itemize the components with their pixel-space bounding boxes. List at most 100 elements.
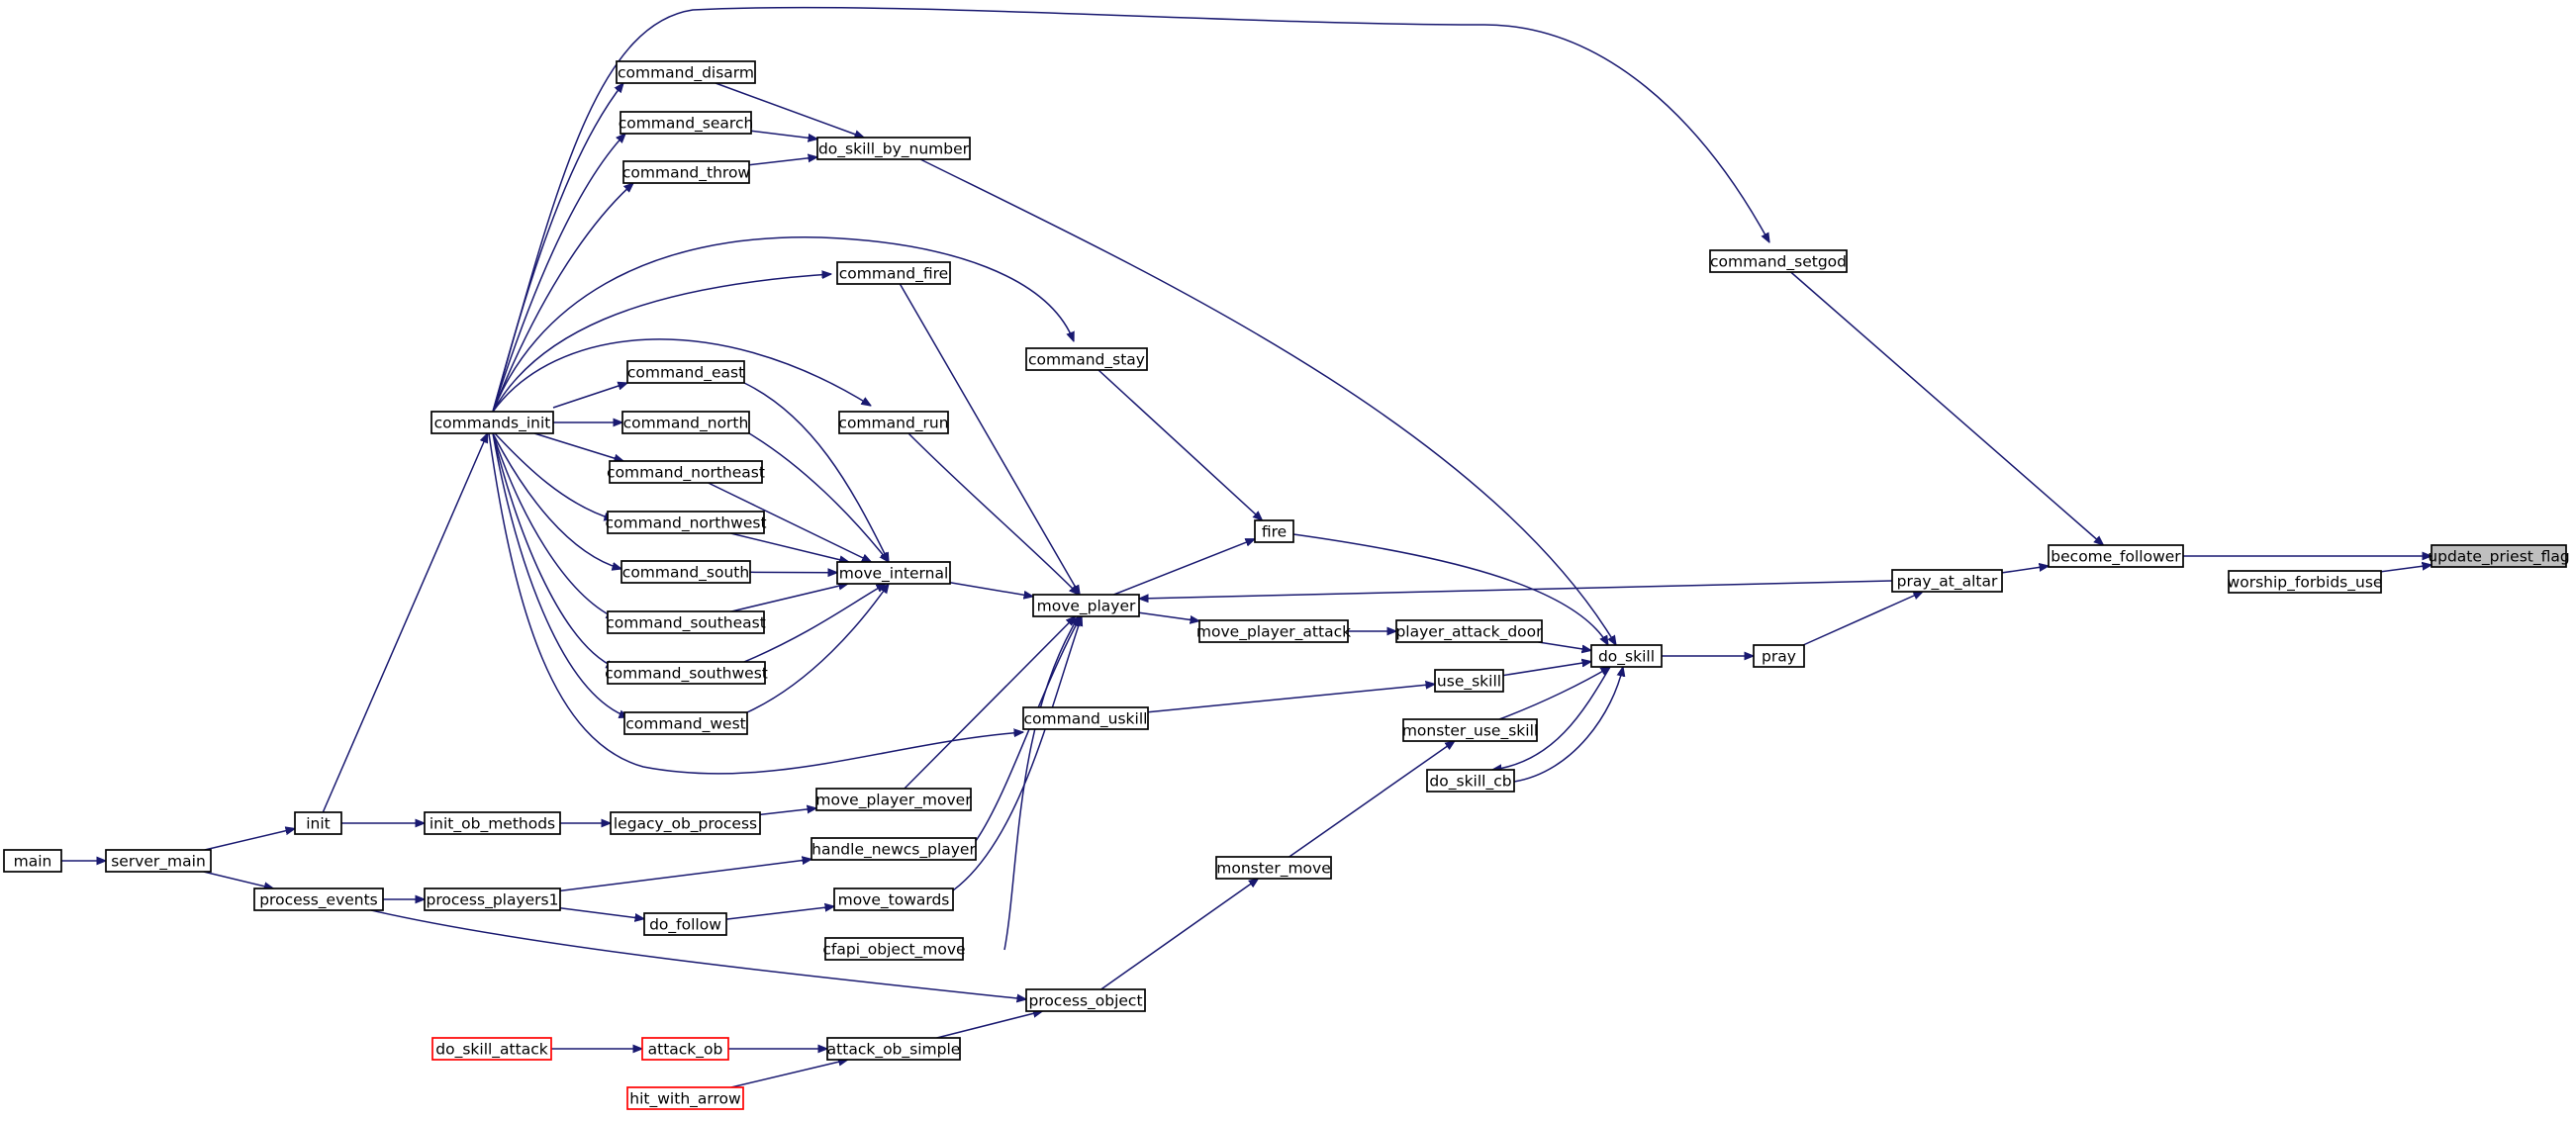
node-label: use_skill [1437, 673, 1501, 692]
node-command_east[interactable]: command_east [626, 360, 745, 384]
node-box [607, 511, 765, 534]
node-box [616, 60, 756, 84]
node-do_skill[interactable]: do_skill [1590, 644, 1663, 668]
node-main[interactable]: main [3, 849, 62, 873]
edge-command_north-to-move_internal [748, 432, 889, 562]
node-command_run[interactable]: command_run [838, 411, 949, 434]
node-label: attack_ob_simple [827, 1041, 961, 1060]
node-command_south[interactable]: command_south [620, 560, 751, 584]
node-monster_move[interactable]: monster_move [1215, 856, 1332, 880]
node-label: move_player_attack [1196, 623, 1351, 642]
node-move_player[interactable]: move_player [1032, 594, 1140, 617]
node-handle_newcs_player[interactable]: handle_newcs_player [811, 837, 977, 861]
edge-commands_init-to-command_southwest [492, 432, 616, 669]
node-label: command_search [619, 115, 754, 134]
edge-command_west-to-move_internal [746, 584, 889, 713]
node-move_player_attack[interactable]: move_player_attack [1196, 619, 1351, 643]
node-update_priest_flag[interactable]: update_priest_flag [2428, 544, 2570, 568]
node-do_skill_cb[interactable]: do_skill_cb [1426, 769, 1515, 793]
node-label: command_throw [622, 164, 751, 183]
node-become_follower[interactable]: become_follower [2048, 544, 2184, 568]
node-label: do_skill [1598, 648, 1655, 667]
node-commands_init[interactable]: commands_init [430, 411, 554, 434]
node-move_internal[interactable]: move_internal [836, 561, 951, 585]
node-label: legacy_ob_process [614, 815, 757, 834]
node-monster_use_skill[interactable]: monster_use_skill [1402, 718, 1538, 742]
node-box [836, 561, 951, 585]
node-pray[interactable]: pray [1753, 644, 1805, 668]
edge-use_skill-to-do_skill [1502, 662, 1591, 677]
node-box [833, 887, 954, 911]
node-hit_with_arrow[interactable]: hit_with_arrow [626, 1086, 744, 1110]
node-cfapi_object_move[interactable]: cfapi_object_move [822, 937, 966, 961]
node-command_setgod[interactable]: command_setgod [1709, 249, 1848, 273]
node-legacy_ob_process[interactable]: legacy_ob_process [610, 811, 761, 835]
node-label: command_east [627, 364, 744, 383]
node-command_uskill[interactable]: command_uskill [1022, 706, 1149, 730]
edge-pray_at_altar-to-move_player [1139, 580, 1893, 599]
node-label: command_stay [1028, 351, 1145, 370]
node-command_disarm[interactable]: command_disarm [616, 60, 756, 84]
node-label: command_setgod [1710, 253, 1847, 272]
node-move_player_mover[interactable]: move_player_mover [815, 788, 972, 811]
node-init[interactable]: init [294, 811, 342, 835]
node-box [610, 811, 761, 835]
edge-commands_init-to-command_setgod [492, 6, 1769, 413]
node-command_west[interactable]: command_west [623, 711, 748, 735]
node-label: move_player [1037, 598, 1136, 616]
node-do_skill_by_number[interactable]: do_skill_by_number [816, 137, 971, 160]
node-server_main[interactable]: server_main [105, 849, 212, 873]
node-attack_ob[interactable]: attack_ob [641, 1037, 729, 1061]
edge-command_stay-to-fire [1097, 369, 1263, 520]
node-command_search[interactable]: command_search [619, 111, 754, 135]
node-use_skill[interactable]: use_skill [1434, 669, 1504, 693]
edge-attack_ob_simple-to-process_object [936, 1011, 1043, 1039]
node-command_throw[interactable]: command_throw [622, 160, 751, 184]
edge-do_follow-to-move_towards [725, 906, 834, 920]
edge-commands_init-to-command_throw [492, 183, 633, 413]
node-command_north[interactable]: command_north [621, 411, 750, 434]
node-box [836, 261, 951, 285]
node-box [641, 1037, 729, 1061]
node-command_southwest[interactable]: command_southwest [605, 661, 768, 685]
edge-legacy_ob_process-to-move_player_mover [759, 808, 816, 816]
node-pray_at_altar[interactable]: pray_at_altar [1891, 569, 2003, 593]
node-move_towards[interactable]: move_towards [833, 887, 954, 911]
node-box [607, 610, 765, 634]
edge-process_object-to-monster_move [1100, 879, 1259, 990]
node-box [3, 849, 62, 873]
node-label: command_run [838, 415, 948, 433]
node-worship_forbids_use[interactable]: worship_forbids_use [2228, 570, 2383, 594]
edge-server_main-to-process_events [203, 871, 274, 888]
node-command_stay[interactable]: command_stay [1025, 347, 1148, 371]
node-label: command_southeast [606, 614, 766, 633]
node-attack_ob_simple[interactable]: attack_ob_simple [826, 1037, 961, 1061]
node-label: become_follower [2051, 548, 2181, 567]
node-do_follow[interactable]: do_follow [643, 912, 727, 936]
edge-command_east-to-move_internal [743, 382, 889, 562]
node-box [1254, 519, 1294, 543]
node-player_attack_door[interactable]: player_attack_door [1395, 619, 1543, 643]
node-box [105, 849, 212, 873]
node-process_object[interactable]: process_object [1025, 988, 1146, 1012]
node-command_northeast[interactable]: command_northeast [607, 460, 765, 484]
node-box [253, 887, 384, 911]
node-do_skill_attack[interactable]: do_skill_attack [431, 1037, 552, 1061]
node-fire[interactable]: fire [1254, 519, 1294, 543]
node-command_fire[interactable]: command_fire [836, 261, 951, 285]
node-label: process_object [1028, 992, 1142, 1011]
node-box [623, 711, 748, 735]
node-box [430, 411, 554, 434]
node-command_southeast[interactable]: command_southeast [606, 610, 766, 634]
node-box [1025, 347, 1148, 371]
node-process_events[interactable]: process_events [253, 887, 384, 911]
node-box [2228, 570, 2382, 594]
node-box [424, 887, 561, 911]
node-box [1032, 594, 1140, 617]
edge-commands_init-to-command_east [552, 383, 627, 409]
node-command_northwest[interactable]: command_northwest [605, 511, 767, 534]
node-init_ob_methods[interactable]: init_ob_methods [424, 811, 561, 835]
node-process_players1[interactable]: process_players1 [424, 887, 561, 911]
node-box [1426, 769, 1515, 793]
